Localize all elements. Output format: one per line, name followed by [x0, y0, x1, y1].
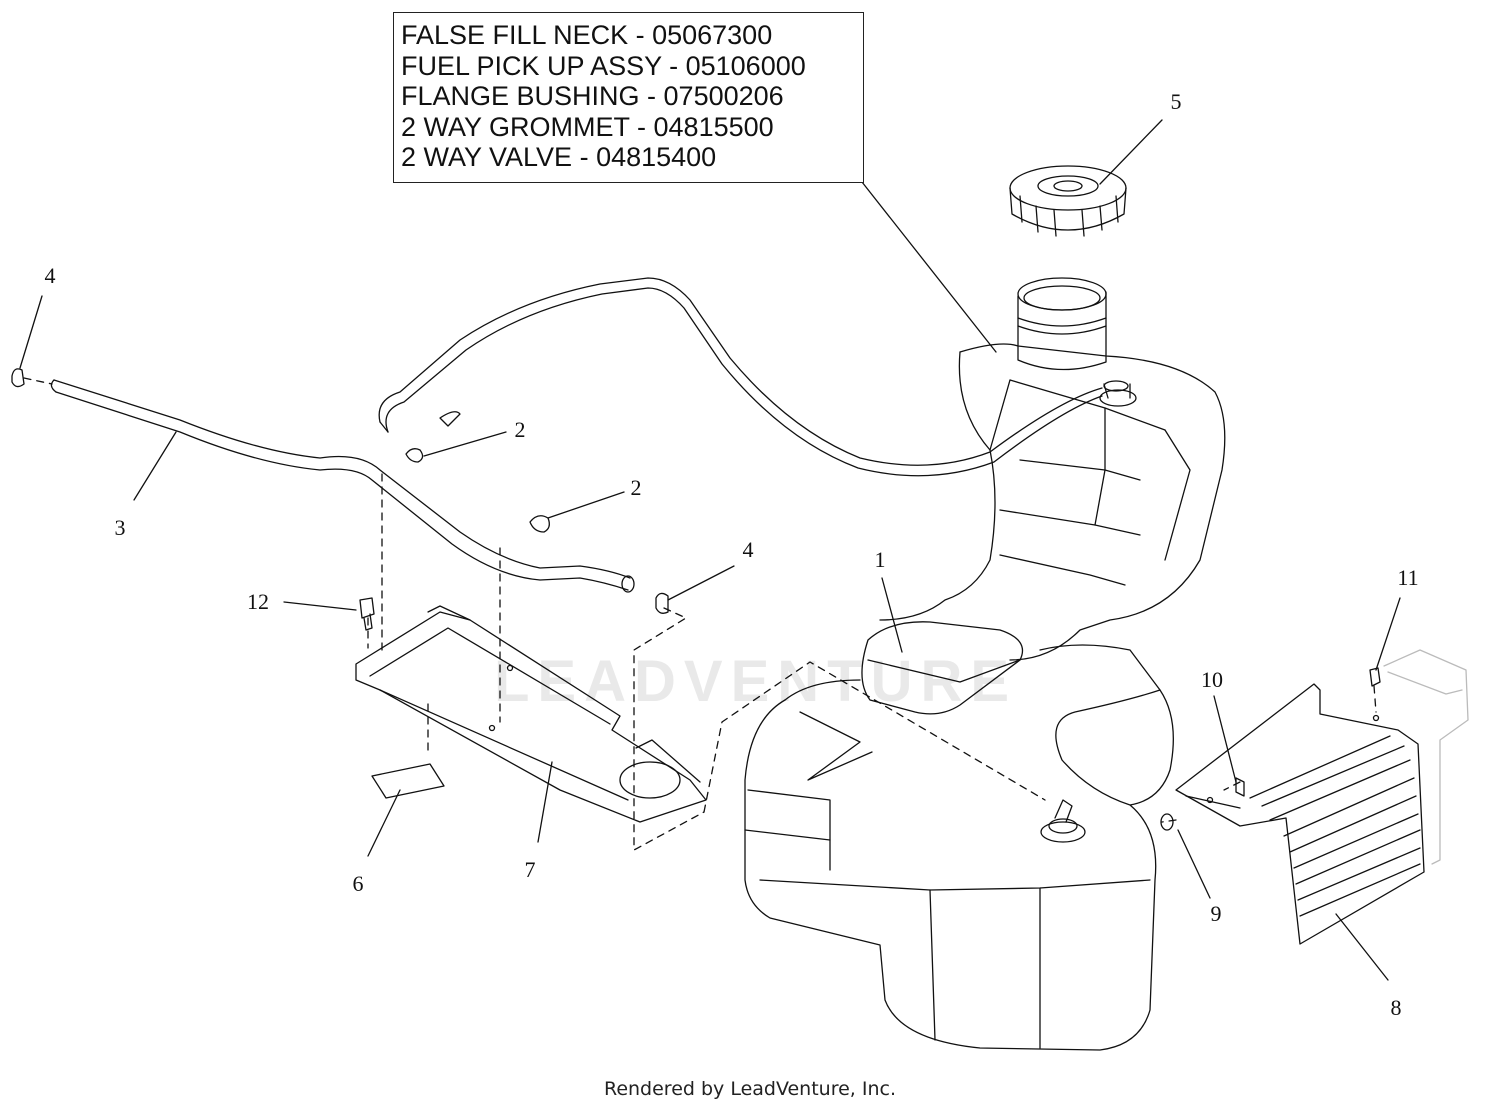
- leader-lines: [19, 119, 1401, 981]
- hose-clamp-left: [11, 368, 25, 388]
- vent-hose: [378, 277, 1103, 477]
- part-number-4-left[interactable]: 4: [44, 263, 56, 288]
- part-number-8[interactable]: 8: [1390, 995, 1402, 1020]
- watermark: LEADVENTURE: [494, 649, 1018, 714]
- heat-shield: [1175, 683, 1425, 945]
- part-number-3[interactable]: 3: [114, 515, 126, 540]
- callout-line: FLANGE BUSHING - 07500206: [401, 81, 784, 111]
- parts-callout-box: FALSE FILL NECK - 05067300 FUEL PICK UP …: [393, 12, 864, 183]
- callout-line: 2 WAY VALVE - 04815400: [401, 142, 717, 172]
- part-number-6[interactable]: 6: [352, 871, 364, 896]
- part-number-12[interactable]: 12: [247, 589, 269, 614]
- fuel-cap: [1009, 165, 1127, 237]
- screw-11: [1369, 667, 1381, 687]
- part-number-2-upper[interactable]: 2: [514, 417, 526, 442]
- part-number-11[interactable]: 11: [1397, 565, 1419, 590]
- part-number-10[interactable]: 10: [1201, 667, 1223, 692]
- callout-line: FUEL PICK UP ASSY - 05106000: [401, 50, 806, 81]
- assembly-lines: [23, 377, 1377, 851]
- screw-10: [1235, 777, 1245, 797]
- part-number-4-right[interactable]: 4: [742, 537, 754, 562]
- washer: [1160, 813, 1174, 831]
- rubber-pad: [371, 763, 445, 799]
- part-number-1[interactable]: 1: [874, 547, 886, 572]
- clip-upper: [405, 448, 424, 463]
- part-number-9[interactable]: 9: [1210, 901, 1222, 926]
- part-number-2-lower[interactable]: 2: [630, 475, 642, 500]
- grommet: [359, 597, 375, 631]
- tank-bracket: [355, 605, 707, 823]
- fuel-hose: [50, 379, 635, 593]
- callout-line: FALSE FILL NECK - 05067300: [401, 20, 773, 50]
- callout-line: 2 WAY GROMMET - 04815500: [401, 111, 774, 142]
- engine-ghost: [1383, 649, 1469, 865]
- footer-credit: Rendered by LeadVenture, Inc.: [603, 1078, 897, 1100]
- fuel-tank: [744, 277, 1226, 1051]
- part-number-7[interactable]: 7: [524, 857, 536, 882]
- clip-lower: [529, 515, 550, 533]
- part-number-5[interactable]: 5: [1170, 89, 1182, 114]
- hose-clamp-right: [655, 592, 669, 614]
